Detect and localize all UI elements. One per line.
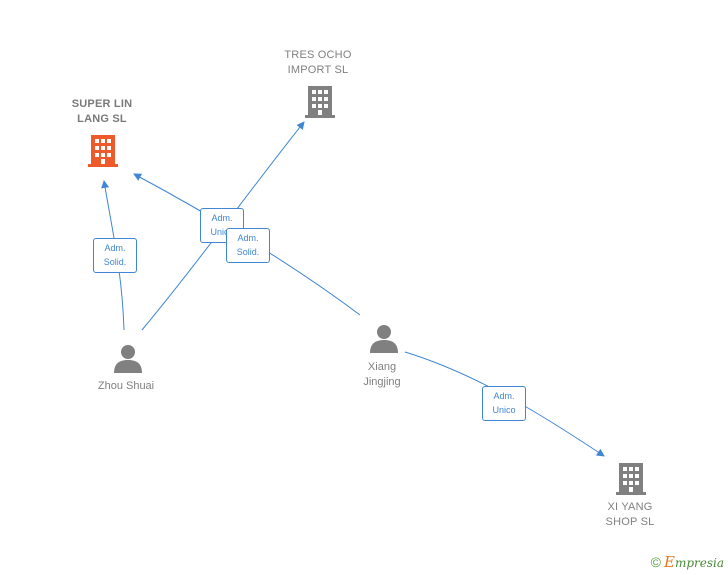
company-label-xi-yang[interactable]: XI YANG SHOP SL bbox=[605, 501, 655, 528]
relation-badge-xiang-superlin[interactable]: Adm. Solid. bbox=[226, 228, 270, 263]
brand-logo-text: mpresia bbox=[674, 556, 724, 570]
copyright-symbol: © bbox=[650, 554, 661, 570]
building-icon[interactable] bbox=[304, 84, 336, 118]
person-icon[interactable] bbox=[113, 343, 143, 373]
company-label-tres-ocho[interactable]: TRES OCHO IMPORT SL bbox=[284, 49, 352, 76]
brand-logo-initial: E bbox=[663, 553, 675, 571]
building-icon[interactable] bbox=[615, 461, 647, 495]
relation-badge-zhou-tresocho[interactable]: Adm. Unico bbox=[200, 208, 244, 243]
relation-badge-zhou-superlin[interactable]: Adm. Solid. bbox=[93, 238, 137, 273]
relation-badge-xiang-xiyang[interactable]: Adm. Unico bbox=[482, 386, 526, 421]
person-label-zhou-shuai[interactable]: Zhou Shuai bbox=[97, 380, 155, 392]
empresia-watermark: ©Empresia bbox=[651, 553, 724, 571]
person-icon[interactable] bbox=[369, 323, 399, 353]
company-label-super-lin[interactable]: SUPER LIN LANG SL bbox=[71, 98, 133, 125]
person-label-xiang-jingjing[interactable]: Xiang Jingjing bbox=[363, 361, 401, 388]
building-icon[interactable] bbox=[87, 133, 119, 167]
